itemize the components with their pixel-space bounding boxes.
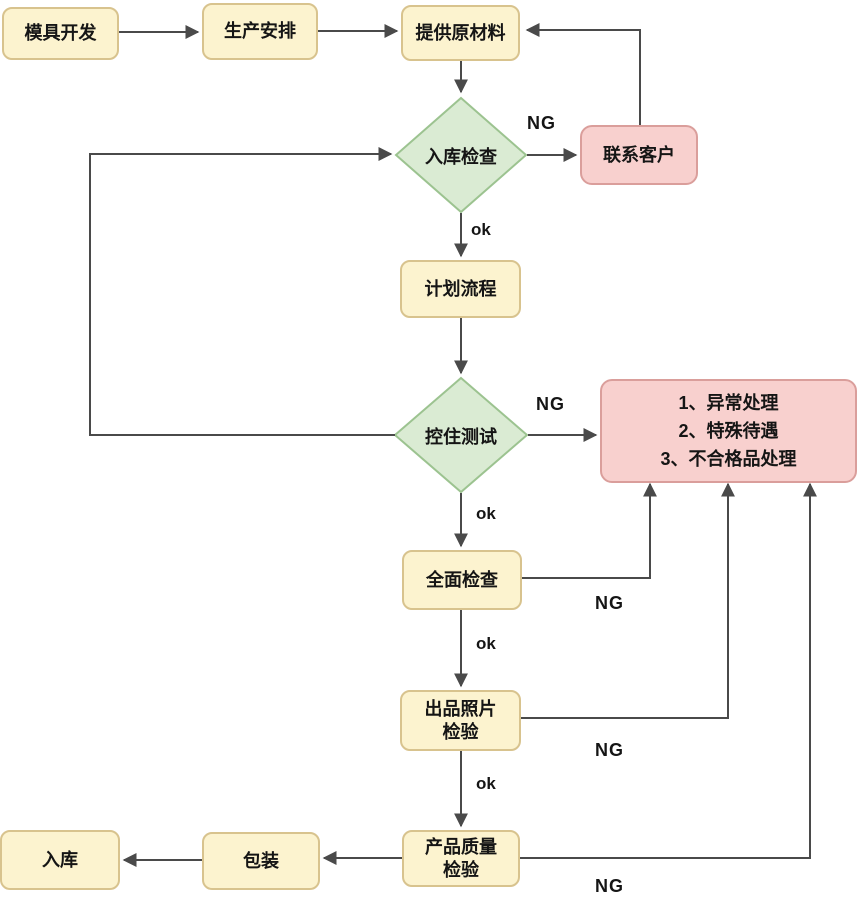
- node-production-arrangement: 生产安排: [202, 3, 318, 60]
- edge-label-ng-full: NG: [595, 593, 624, 613]
- decision-shape-incoming-check: [394, 96, 528, 214]
- node-mold-development: 模具开发: [2, 7, 119, 60]
- edge-control-loop-to-incoming: [89, 147, 395, 436]
- decision-shape-control-test: [393, 376, 529, 494]
- edge-photo-ng-to-exception: [521, 482, 735, 719]
- edge-label-ok-full: ok: [476, 634, 496, 653]
- node-quality-inspection: 产品质量 检验: [402, 830, 520, 887]
- edge-label-ok-control: ok: [476, 504, 496, 523]
- node-contact-customer: 联系客户: [580, 125, 698, 185]
- edge-label-ng-quality: NG: [595, 876, 624, 896]
- node-photo-inspection: 出品照片 检验: [400, 690, 521, 751]
- edge-quality-ng-to-exception: [520, 482, 817, 859]
- exception-line-2: 2、特殊待遇: [678, 421, 779, 441]
- edge-label-ng-control: NG: [536, 394, 565, 414]
- edge-label-ng-photo: NG: [595, 740, 624, 760]
- node-plan-process: 计划流程: [400, 260, 521, 318]
- node-warehouse: 入库: [0, 830, 120, 890]
- node-provide-raw-material: 提供原材料: [401, 5, 520, 61]
- exception-line-1: 1、异常处理: [678, 393, 779, 413]
- edge-label-ng-incoming: NG: [527, 113, 556, 133]
- node-packing: 包装: [202, 832, 320, 890]
- decision-label-control-test: 控住测试: [425, 427, 497, 447]
- node-exception-handling: 1、异常处理 2、特殊待遇 3、不合格品处理: [600, 379, 857, 483]
- edge-contact-back-to-raw: [525, 23, 641, 125]
- edge-label-ok-incoming: ok: [471, 220, 491, 239]
- node-full-inspection: 全面检查: [402, 550, 522, 610]
- decision-label-incoming-check: 入库检查: [425, 147, 497, 167]
- edge-full-ng-to-exception: [522, 482, 657, 579]
- edge-label-ok-photo: ok: [476, 774, 496, 793]
- exception-line-3: 3、不合格品处理: [660, 449, 797, 469]
